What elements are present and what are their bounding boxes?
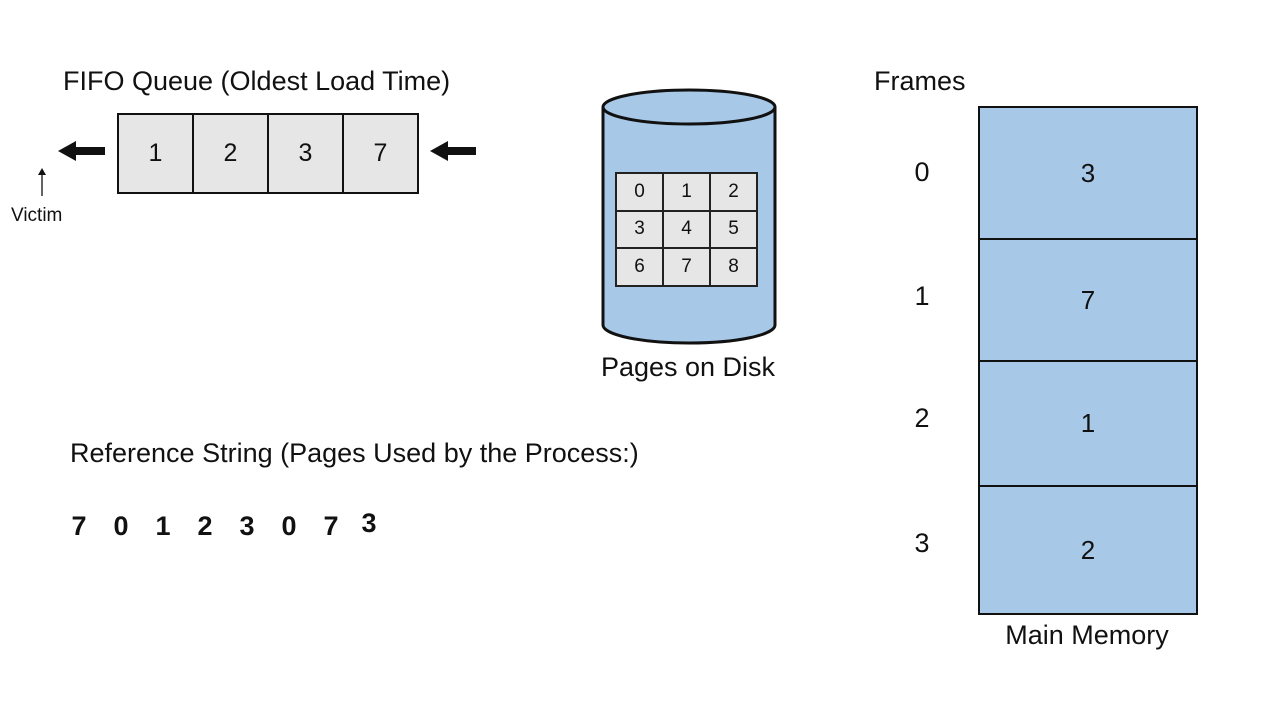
reference-string-title: Reference String (Pages Used by the Proc… bbox=[70, 438, 639, 468]
reference-item: 0 bbox=[113, 511, 129, 541]
reference-item: 0 bbox=[281, 511, 297, 541]
disk-label: Pages on Disk bbox=[600, 352, 776, 382]
victim-label: Victim bbox=[11, 205, 63, 226]
reference-item: 3 bbox=[239, 511, 255, 541]
enqueue-arrow-icon bbox=[430, 141, 476, 161]
memory-frame-slot: 3 bbox=[1080, 157, 1096, 188]
memory-frame-slot: 2 bbox=[1080, 534, 1096, 565]
disk-page-cell: 4 bbox=[663, 210, 710, 249]
frame-index: 0 bbox=[914, 157, 930, 187]
reference-item: 7 bbox=[71, 511, 87, 541]
main-memory: 3 7 1 2 bbox=[978, 106, 1198, 615]
reference-item: 1 bbox=[155, 511, 171, 541]
frame-divider bbox=[980, 238, 1196, 240]
disk-page-cell: 3 bbox=[616, 210, 663, 249]
fifo-queue: 1 2 3 7 bbox=[117, 113, 419, 194]
frame-index: 1 bbox=[914, 281, 930, 311]
memory-frame-slot: 1 bbox=[1080, 408, 1096, 438]
disk-page-cell: 8 bbox=[710, 248, 757, 286]
frame-divider bbox=[980, 360, 1196, 362]
victim-arrow-icon bbox=[38, 168, 46, 196]
disk-page-cell: 7 bbox=[663, 248, 710, 286]
queue-cell: 2 bbox=[194, 115, 269, 192]
disk-page-cell: 0 bbox=[616, 173, 663, 211]
disk-page-grid: 0 1 2 3 4 5 6 7 8 bbox=[615, 172, 758, 287]
main-memory-label: Main Memory bbox=[1005, 620, 1169, 650]
queue-cell: 7 bbox=[344, 115, 417, 192]
fifo-queue-title: FIFO Queue (Oldest Load Time) bbox=[63, 66, 451, 96]
disk-page-cell: 6 bbox=[616, 248, 663, 286]
queue-cell: 3 bbox=[269, 115, 344, 192]
dequeue-arrow-icon bbox=[58, 141, 105, 161]
disk-page-cell: 2 bbox=[710, 173, 757, 211]
reference-item: 2 bbox=[197, 511, 213, 541]
reference-item: 3 bbox=[361, 508, 377, 538]
frame-index: 2 bbox=[914, 403, 930, 433]
disk-page-cell: 5 bbox=[710, 210, 757, 249]
memory-frame-slot: 7 bbox=[1080, 284, 1096, 315]
frames-title: Frames bbox=[874, 66, 966, 96]
frame-divider bbox=[980, 485, 1196, 487]
frame-index: 3 bbox=[914, 528, 930, 558]
queue-cell: 1 bbox=[119, 115, 194, 192]
reference-item: 7 bbox=[323, 511, 339, 541]
disk-page-cell: 1 bbox=[663, 173, 710, 211]
